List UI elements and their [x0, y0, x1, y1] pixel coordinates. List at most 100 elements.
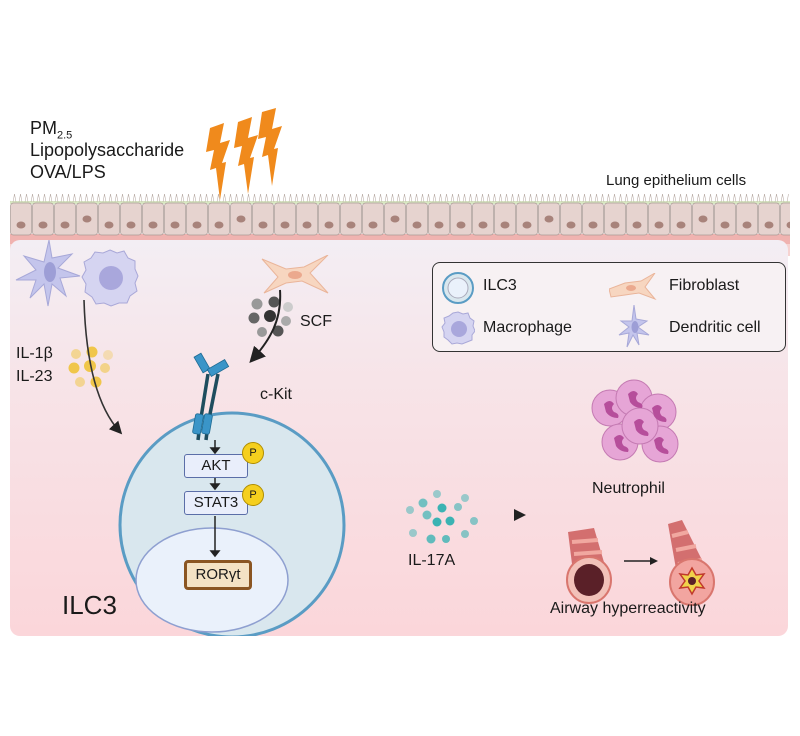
epithelium-cell-part	[74, 193, 77, 203]
epithelium-cell-part	[522, 221, 532, 229]
lightning-icon	[206, 108, 282, 200]
epithelium-cell-part	[434, 221, 444, 229]
epithelium-cell-part	[272, 193, 275, 203]
arrow-small	[624, 557, 658, 565]
epithelium-cell-part	[542, 193, 545, 203]
epithelium-cell-part	[644, 193, 647, 203]
epithelium-cell-part	[264, 193, 267, 203]
epithelium-cell-part	[450, 202, 472, 236]
epithelium-cell-part	[228, 193, 231, 203]
epithelium-cell-part	[406, 202, 428, 236]
epithelium-cell-part	[408, 193, 411, 203]
epithelium-cell-part	[746, 193, 749, 203]
epithelium-cell-part	[290, 193, 293, 203]
legend: ILC3 Fibroblast Macrophage Dendritic cel…	[432, 262, 786, 352]
epithelium-cell-part	[702, 193, 705, 203]
epithelium-cell-part	[340, 202, 362, 236]
epithelium-cell-part	[174, 193, 177, 203]
epithelium-cell-part	[236, 215, 246, 223]
epithelium-cell-part	[656, 193, 659, 203]
epithelium-cell-part	[332, 193, 335, 203]
neutrophil-icon	[591, 379, 679, 463]
epithelium-cell-part	[566, 221, 576, 229]
epithelium-cell-part	[294, 193, 297, 203]
epithelium-cell-part	[288, 193, 291, 203]
epithelium-cell-part	[56, 193, 59, 203]
epithelium-cell-part	[560, 202, 582, 236]
epithelium-cell-part	[144, 193, 147, 203]
epithelium-cell-part	[214, 221, 224, 229]
epithelium-cell-part	[654, 221, 664, 229]
epithelium-cell-part	[318, 193, 321, 203]
epithelium-cell-part	[78, 193, 81, 203]
epithelium-cell-part	[584, 193, 587, 203]
epithelium-cell-part	[338, 193, 341, 203]
epithelium-cell-part	[630, 193, 633, 203]
epithelium-cell-part	[764, 193, 767, 203]
epithelium-cell-part	[636, 193, 639, 203]
epithelium-cell-part	[728, 193, 731, 203]
epithelium-cell-part	[36, 193, 39, 203]
epithelium-cell-part	[698, 215, 708, 223]
epithelium-cell-part	[324, 193, 327, 203]
epithelium-cell-part	[110, 193, 113, 203]
legend-label-fibroblast: Fibroblast	[669, 277, 740, 294]
epithelium-cell-part	[168, 193, 171, 203]
il17a-label: IL-17A	[408, 552, 456, 569]
epithelium-cell-part	[680, 193, 683, 203]
epithelium-cell-part	[148, 221, 158, 229]
epithelium-cell-part	[200, 193, 203, 203]
epithelium-cell-part	[164, 193, 167, 203]
epithelium-cell-part	[536, 193, 539, 203]
epithelium-cell-part	[246, 193, 249, 203]
epithelium-cell-part	[278, 193, 281, 203]
epithelium-cell-part	[692, 193, 695, 203]
epithelium-cell-part	[440, 193, 443, 203]
epithelium-cell-part	[18, 193, 21, 203]
epithelium-cell-part	[780, 193, 783, 203]
epithelium-cell-part	[326, 193, 329, 203]
epithelium-cell-part	[750, 193, 753, 203]
epithelium-cell-part	[546, 193, 549, 203]
epithelium-cell-part	[54, 202, 76, 236]
epithelium-cell-part	[596, 193, 599, 203]
arrow-dc-to-ilc3	[83, 299, 123, 435]
epithelium-cell-part	[366, 193, 369, 203]
epithelium-cell-part	[482, 193, 485, 203]
epithelium-cell-part	[132, 193, 135, 203]
epithelium-cell-part	[10, 234, 790, 244]
fibroblast-legend-icon	[609, 273, 657, 301]
epithelium-cell-part	[128, 193, 131, 203]
epithelium-cell-part	[296, 202, 318, 236]
epithelium-cell-part	[566, 193, 569, 203]
epithelium-cell-part	[402, 193, 405, 203]
macrophage-legend-icon	[441, 311, 475, 345]
epithelium-cell-part	[720, 221, 730, 229]
epithelium-cell-part	[10, 202, 32, 236]
epithelium-cell-part	[282, 193, 285, 203]
epithelium-cell-part	[90, 193, 93, 203]
epithelium-cell-part	[26, 193, 29, 203]
epithelium-cell-part	[14, 193, 17, 203]
epithelium-cell-part	[208, 202, 230, 236]
epithelium-cell-part	[594, 193, 597, 203]
epithelium-cell-part	[312, 193, 315, 203]
epithelium-cell-part	[192, 221, 202, 229]
epithelium-cell-part	[524, 193, 527, 203]
akt-box: AKT	[184, 454, 248, 478]
epithelium-cell-part	[206, 193, 209, 203]
airway-constricted-icon	[668, 520, 715, 606]
epithelium-cell-part	[44, 193, 47, 203]
epithelium-cell-part	[48, 193, 51, 203]
epithelium-cell-part	[654, 193, 657, 203]
epithelium-cell-part	[82, 215, 92, 223]
epithelium-cell-part	[548, 193, 551, 203]
epithelium-cell-part	[472, 202, 494, 236]
epithelium-cell-part	[438, 193, 441, 203]
epithelium-cell-part	[252, 202, 274, 236]
epithelium-cell-part	[504, 193, 507, 203]
epithelium-cell-part	[420, 193, 423, 203]
epithelium-cell-part	[134, 193, 137, 203]
arrow-scf-to-ckit	[249, 289, 282, 363]
epithelium-cell-part	[114, 193, 117, 203]
